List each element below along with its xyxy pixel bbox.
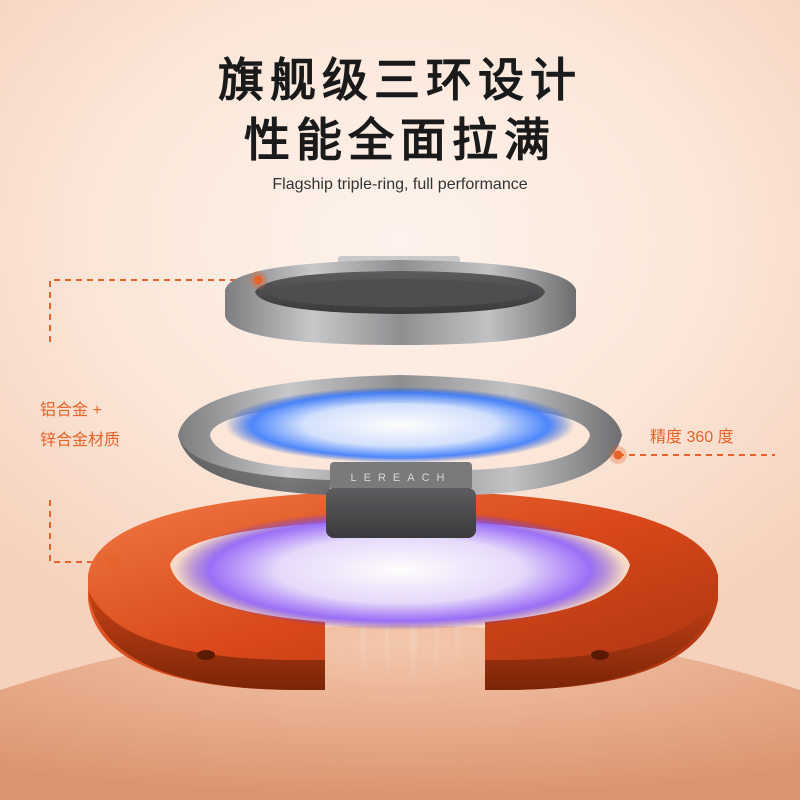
callout-lines	[49, 279, 775, 563]
callout-marker-right	[609, 446, 627, 464]
subtitle: Flagship triple-ring, full performance	[272, 176, 528, 193]
hinge-tab	[326, 462, 476, 538]
violet-glow	[175, 510, 625, 630]
blue-glow	[225, 387, 575, 463]
callout-marker-bottom	[103, 553, 121, 571]
material-callout-line1: 铝合金 +	[40, 402, 102, 419]
top-metal-ring	[225, 256, 576, 345]
orange-base-ring	[88, 490, 718, 690]
title-line-1: 旗舰级三环设计	[218, 53, 582, 107]
material-callout: 铝合金 + 锌合金材质	[40, 396, 120, 456]
precision-callout: 精度 360 度	[650, 429, 734, 446]
brand-mark: LEREACH	[351, 472, 452, 484]
material-callout-line2: 锌合金材质	[40, 432, 121, 449]
callout-marker-top	[249, 271, 267, 289]
title-line-2: 性能全面拉满	[244, 113, 556, 167]
